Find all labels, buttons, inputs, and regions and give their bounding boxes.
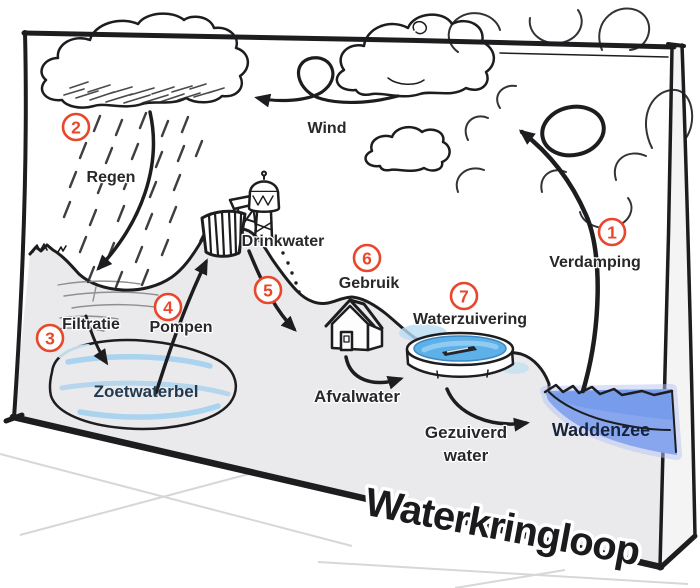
step-7-circle [449, 281, 479, 311]
slope-dots [281, 251, 301, 294]
water-streak-mid [59, 380, 231, 397]
filtration-arrow [84, 314, 109, 366]
freshwater-lens [48, 338, 238, 431]
waddenzee-sea [540, 383, 682, 460]
rain-cloud [40, 12, 249, 109]
diagram-labels: Verdamping Regen Wind Drinkwater Filtrat… [61, 119, 650, 467]
step-3-circle [35, 323, 65, 353]
basin-wall-ticks [436, 369, 489, 379]
skimmer-arm [442, 346, 477, 356]
water-towers [200, 170, 281, 258]
board-edges [3, 30, 698, 571]
gezuiverd-water-label-line1: Gezuiverd [425, 423, 507, 442]
wind-cloud-curl [387, 20, 428, 85]
evaporation-arrow [518, 129, 600, 394]
pump-arrow [154, 258, 208, 395]
basin-water-light [421, 340, 499, 353]
water-streaks [65, 354, 221, 420]
step-2-circle [61, 112, 91, 142]
step-6-number: 6 [362, 248, 372, 268]
gebruik-label: Gebruik [339, 275, 400, 292]
step-badges: 1 2 3 4 5 6 7 [35, 112, 627, 353]
purified-water-arrow [445, 387, 530, 432]
step-5-number: 5 [263, 280, 273, 300]
step-1-number: 1 [607, 222, 617, 242]
sea-inner-edge [548, 390, 677, 453]
skimmer-slit [446, 347, 469, 353]
step-4-number: 4 [163, 297, 173, 317]
rain-arrow [96, 110, 156, 271]
step-7-number: 7 [459, 286, 469, 306]
tower-tank [247, 190, 281, 213]
clouds [40, 12, 495, 172]
afvalwater-label: Afvalwater [314, 387, 400, 406]
small-cloud [364, 125, 451, 172]
step-4-badge: 4 [153, 292, 183, 322]
step-6-badge: 6 [352, 243, 382, 273]
step-3-number: 3 [45, 328, 55, 348]
tower-braces [255, 221, 273, 233]
tower-finial-ball [261, 170, 267, 177]
house [324, 298, 384, 352]
water-highlight [58, 344, 90, 358]
tower-column [250, 210, 278, 240]
step-3-badge: 3 [35, 323, 65, 353]
rain-cloud-hatching [63, 81, 225, 104]
rain-drops [62, 111, 204, 289]
intake-basket-stripes [207, 211, 243, 257]
drinkwater-label: Drinkwater [242, 233, 325, 250]
filtratie-label: Filtratie [62, 316, 120, 333]
steam-bubble [540, 104, 606, 158]
step-6-circle [352, 243, 382, 273]
wind-cloud [335, 13, 495, 98]
tower-tank-zigzag [252, 195, 274, 206]
pompen-label: Pompen [149, 319, 212, 336]
step-1-badge: 1 [597, 217, 627, 247]
waddenzee-label: Waddenzee [552, 420, 650, 440]
regen-label: Regen [87, 169, 136, 186]
house-wing [366, 322, 384, 352]
sea-surface-wave [543, 383, 674, 397]
house-roof [324, 298, 384, 330]
sea-dark-streak [549, 389, 672, 420]
step-5-circle [253, 275, 283, 305]
waterzuivering-label: Waterzuivering [413, 311, 527, 328]
step-4-circle [153, 292, 183, 322]
zoetwaterbel-shape [48, 338, 238, 431]
house-door [339, 330, 354, 352]
treatment-basin [399, 324, 529, 379]
step-2-badge: 2 [61, 112, 91, 142]
step-2-number: 2 [71, 117, 81, 137]
house-window [343, 335, 350, 343]
wind-arrow [254, 56, 400, 108]
verdamping-label: Verdamping [549, 254, 641, 271]
wind-label: Wind [308, 120, 347, 137]
filtration-layer-lines [47, 280, 163, 332]
step-5-badge: 5 [253, 275, 283, 305]
step-1-circle [597, 217, 627, 247]
wastewater-arrow [344, 355, 404, 390]
gezuiverd-water-label-line2: water [443, 446, 489, 465]
step-7-badge: 7 [449, 281, 479, 311]
zoetwaterbel-label: Zoetwaterbel [94, 382, 199, 401]
